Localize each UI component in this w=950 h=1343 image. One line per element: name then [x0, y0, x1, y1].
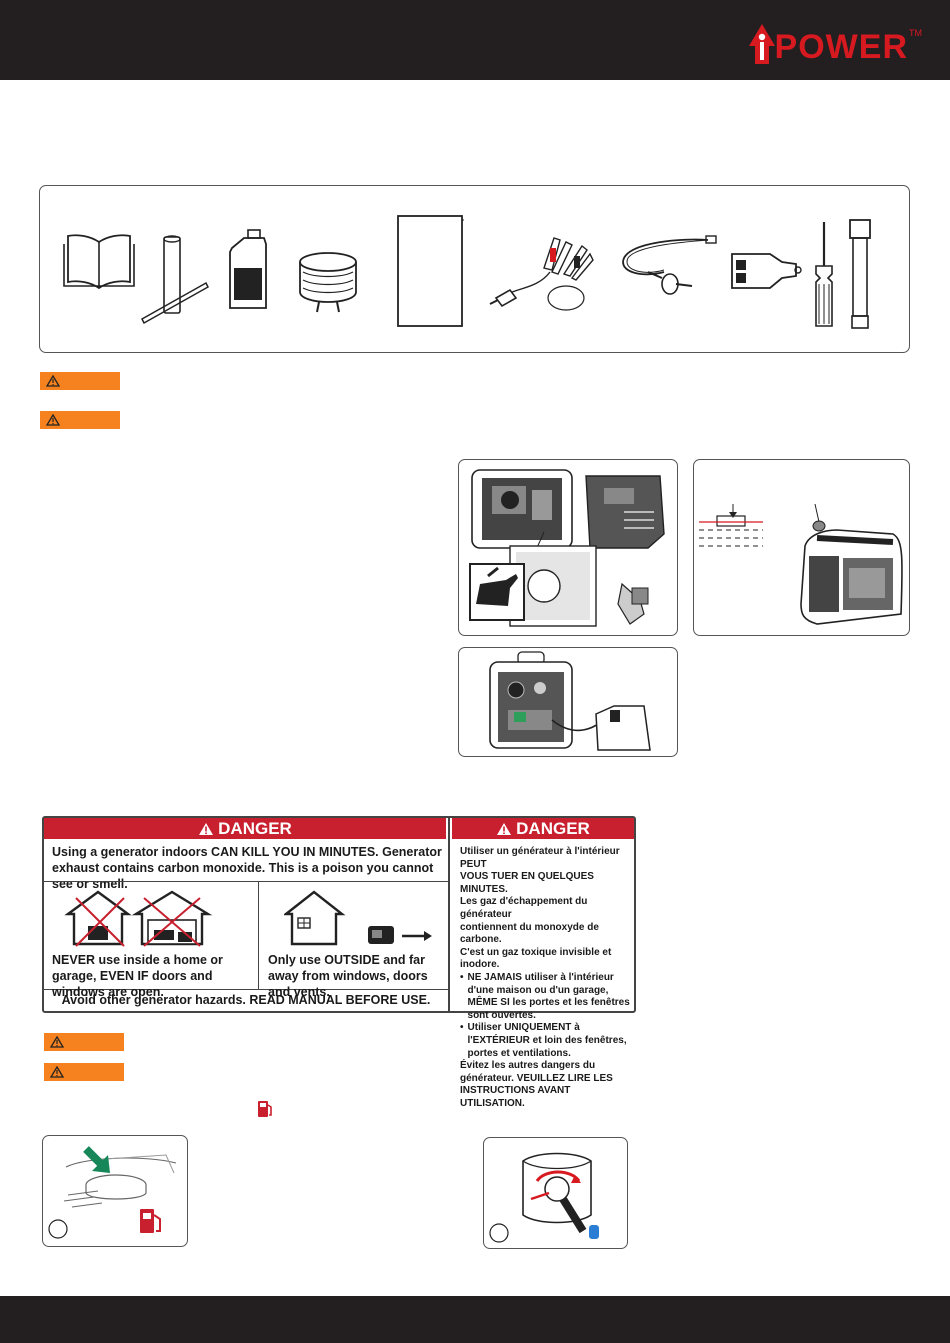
contents-box	[39, 185, 910, 353]
warning-triangle-icon	[46, 375, 60, 387]
dc-charging-cable-icon	[489, 237, 594, 311]
no-home-garage-icon	[64, 890, 213, 947]
danger-french-intro: Utiliser un générateur à l'intérieur PEU…	[460, 846, 632, 1110]
danger-english-intro: Using a generator indoors CAN KILL YOU I…	[52, 845, 442, 891]
logo-text: POWER	[774, 28, 908, 66]
spark-plug-wrench-icon	[141, 235, 209, 325]
brand-logo: POWER TM	[748, 22, 922, 66]
oil-bottle-icon	[229, 229, 267, 309]
warning-triangle-icon	[199, 822, 214, 835]
propane-hose-icon	[622, 235, 717, 295]
french-bullet: • Utiliser UNIQUEMENT à l'EXTÉRIEUR et l…	[460, 1022, 632, 1060]
logo-trademark: TM	[909, 28, 922, 38]
extension-tube-icon	[849, 219, 871, 329]
outside-far-away-icon	[284, 890, 432, 946]
usb-car-charger-icon	[731, 253, 802, 289]
oil-fill-illustration	[469, 469, 665, 627]
i-logo-icon	[748, 24, 775, 64]
french-line: contiennent du monoxyde de carbone.	[460, 921, 599, 946]
label-rule	[44, 989, 448, 990]
warning-triangle-icon	[46, 414, 60, 426]
warning-triangle-icon	[50, 1036, 64, 1048]
propane-valve-illustration	[489, 1152, 599, 1243]
warning-badge	[44, 1033, 124, 1051]
french-bullet-text: NE JAMAIS utiliser à l'intérieur d'une m…	[467, 971, 630, 1021]
danger-footer-text: Avoid other generator hazards. READ MANU…	[61, 993, 431, 1007]
label-rule	[44, 881, 448, 882]
french-bullet-text: Utiliser UNIQUEMENT à l'EXTÉRIEUR et loi…	[467, 1022, 627, 1059]
warning-badge	[40, 411, 120, 429]
danger-label: DANGER DANGER Using a generator indoors …	[42, 816, 636, 1109]
fuel-cap-illustration	[48, 1146, 177, 1239]
adapter-plug-icon	[299, 252, 357, 313]
danger-never-text: NEVER use inside a home or garage, EVEN …	[52, 953, 223, 999]
oil-level-illustration	[699, 503, 903, 625]
warning-triangle-icon	[497, 822, 512, 835]
screwdriver-icon	[815, 222, 833, 327]
warning-triangle-icon	[50, 1066, 64, 1078]
warning-badge	[40, 372, 120, 390]
manual-book-icon	[63, 234, 135, 290]
danger-header-french: DANGER	[452, 818, 634, 839]
warranty-card-icon	[397, 215, 464, 327]
warning-badge	[44, 1063, 124, 1081]
french-bullet: • NE JAMAIS utiliser à l'intérieur d'une…	[460, 972, 632, 1022]
french-footer: Évitez les autres dangers du générateur.…	[460, 1060, 613, 1109]
french-line: Les gaz d'échappement du générateur	[460, 896, 588, 920]
label-rule	[258, 881, 259, 989]
french-line: C'est un gaz toxique invisible et inodor…	[460, 946, 612, 971]
footer-bar	[0, 1296, 950, 1343]
header-bar	[0, 0, 950, 80]
danger-header-english: DANGER	[44, 818, 446, 839]
danger-only-text: Only use OUTSIDE and far away from windo…	[268, 953, 428, 999]
fuel-pump-icon	[258, 1101, 272, 1117]
french-line: Utiliser un générateur à l'intérieur PEU…	[460, 846, 620, 870]
propane-connection-illustration	[489, 651, 651, 751]
french-line: VOUS TUER EN QUELQUES MINUTES.	[460, 871, 594, 895]
danger-heading: DANGER	[218, 818, 292, 838]
label-divider	[448, 818, 450, 1011]
danger-heading-fr: DANGER	[516, 818, 590, 838]
